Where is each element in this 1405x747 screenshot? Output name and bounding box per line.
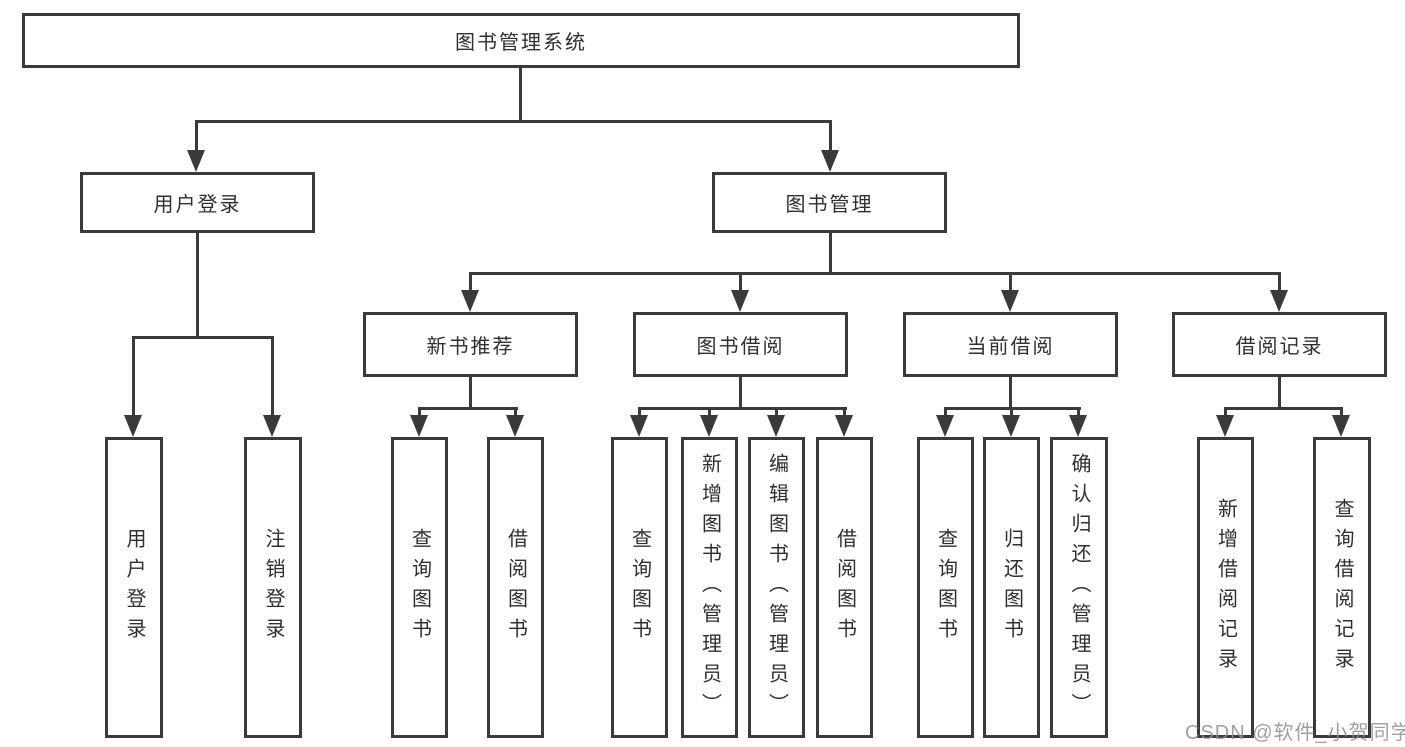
arrow-down (1069, 415, 1087, 437)
leaf-query-books-2-label: 查询图书 (628, 527, 651, 648)
edge-root-stem (519, 68, 522, 120)
edge-userlogin-hline (132, 336, 274, 339)
node-borrow-records-label: 借阅记录 (1235, 336, 1324, 358)
leaf-borrow-books-1-label: 借阅图书 (504, 527, 527, 648)
edge-borrowrecords-hline (1224, 407, 1343, 410)
edge-drop-add-record (1224, 410, 1227, 416)
leaf-confirm-return-admin: 确认归还（管理员） (1050, 437, 1108, 738)
node-user-login: 用户登录 (80, 172, 315, 233)
leaf-logout-label: 注销登录 (262, 527, 284, 648)
edge-bookmgmt-stem (829, 233, 832, 272)
node-user-login-label: 用户登录 (153, 194, 242, 216)
leaf-borrow-books-2: 借阅图书 (816, 437, 873, 738)
edge-drop-borrow-records (1278, 275, 1281, 292)
leaf-add-book-admin-label: 新增图书（管理员） (698, 452, 721, 723)
leaf-edit-book-admin-label: 编辑图书（管理员） (765, 452, 788, 723)
leaf-query-books-2: 查询图书 (611, 437, 668, 738)
arrow-down (187, 150, 205, 172)
edge-drop-query-books-3 (944, 410, 947, 416)
edge-userlogin-stem (196, 233, 199, 336)
node-book-borrow: 图书借阅 (633, 312, 848, 377)
node-new-book-recommend-label: 新书推荐 (426, 336, 515, 358)
edge-drop-query-books-2 (638, 410, 641, 416)
node-book-management-label: 图书管理 (785, 194, 874, 216)
edge-drop-add-book (708, 410, 711, 416)
edge-currentborrow-hline (944, 407, 1081, 410)
edge-currentborrow-stem (1009, 377, 1012, 407)
node-book-borrow-label: 图书借阅 (696, 336, 785, 358)
node-book-management: 图书管理 (712, 172, 947, 233)
node-root-label: 图书管理系统 (455, 32, 587, 54)
arrow-down (124, 415, 142, 437)
edge-bookborrow-stem (739, 377, 742, 407)
edge-bookmgmt-hline (469, 272, 1281, 275)
edge-drop-query-record (1340, 410, 1343, 416)
leaf-query-books-1-label: 查询图书 (408, 527, 431, 648)
arrow-down (700, 415, 718, 437)
edge-newbook-stem (469, 377, 472, 407)
arrow-down (630, 415, 648, 437)
edge-borrowrecords-stem (1278, 377, 1281, 407)
arrow-down (767, 415, 785, 437)
edge-drop-borrow-books-1 (514, 410, 517, 416)
leaf-query-borrow-record-label: 查询借阅记录 (1331, 497, 1353, 678)
arrow-down (1332, 415, 1350, 437)
edge-drop-borrow-books-2 (843, 410, 846, 416)
edge-drop-query-books-1 (418, 410, 421, 416)
leaf-confirm-return-admin-label: 确认归还（管理员） (1068, 452, 1090, 723)
leaf-return-books: 归还图书 (983, 437, 1040, 738)
leaf-query-books-3-label: 查询图书 (934, 527, 957, 648)
arrow-down (410, 415, 428, 437)
leaf-edit-book-admin: 编辑图书（管理员） (748, 437, 805, 738)
edge-root-hline (195, 120, 832, 123)
node-borrow-records: 借阅记录 (1172, 312, 1387, 377)
leaf-query-borrow-record: 查询借阅记录 (1313, 437, 1371, 738)
edge-drop-edit-book (775, 410, 778, 416)
arrow-down (1002, 415, 1020, 437)
edge-drop-return-books (1010, 410, 1013, 416)
edge-drop-book-borrow (739, 275, 742, 292)
leaf-query-books-1: 查询图书 (391, 437, 448, 738)
edge-bookborrow-hline (638, 407, 847, 410)
csdn-watermark: CSDN @软件_小贺同学 (1185, 722, 1405, 744)
arrow-down (835, 415, 853, 437)
node-current-borrow-label: 当前借阅 (966, 336, 1055, 358)
leaf-user-login-label: 用户登录 (123, 527, 145, 648)
node-root: 图书管理系统 (22, 13, 1020, 68)
edge-drop-user-login (195, 123, 198, 152)
node-current-borrow: 当前借阅 (903, 312, 1118, 377)
arrow-down (506, 415, 524, 437)
leaf-borrow-books-1: 借阅图书 (487, 437, 544, 738)
leaf-add-book-admin: 新增图书（管理员） (681, 437, 738, 738)
leaf-user-login: 用户登录 (105, 437, 163, 738)
leaf-return-books-label: 归还图书 (1000, 527, 1023, 648)
edge-newbook-hline (418, 407, 518, 410)
edge-drop-book-management (829, 123, 832, 152)
arrow-down (263, 415, 281, 437)
leaf-logout: 注销登录 (244, 437, 302, 738)
node-new-book-recommend: 新书推荐 (363, 312, 578, 377)
edge-drop-confirm-return (1077, 410, 1080, 416)
arrow-down (1216, 415, 1234, 437)
leaf-add-borrow-record: 新增借阅记录 (1197, 437, 1254, 738)
edge-drop-leaf-logout (271, 339, 274, 415)
arrow-down (1001, 290, 1019, 312)
arrow-down (821, 150, 839, 172)
edge-drop-leaf-user-login (132, 339, 135, 415)
arrow-down (1270, 290, 1288, 312)
leaf-query-books-3: 查询图书 (917, 437, 974, 738)
arrow-down (936, 415, 954, 437)
leaf-add-borrow-record-label: 新增借阅记录 (1214, 497, 1237, 678)
arrow-down (461, 290, 479, 312)
arrow-down (731, 290, 749, 312)
edge-drop-new-book (469, 275, 472, 292)
edge-drop-current-borrow (1009, 275, 1012, 292)
leaf-borrow-books-2-label: 借阅图书 (833, 527, 856, 648)
